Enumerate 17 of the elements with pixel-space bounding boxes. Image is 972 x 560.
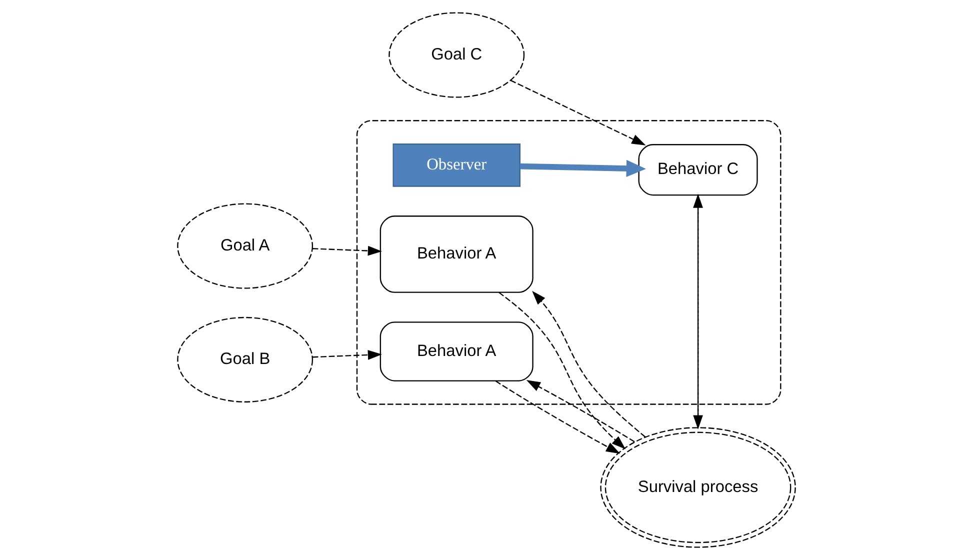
arrow (519, 160, 646, 178)
node-box: Behavior A (379, 322, 533, 382)
arrow (532, 290, 646, 438)
arrow (312, 350, 382, 360)
node-ellipse: Goal C (388, 12, 524, 98)
cluster (356, 120, 781, 405)
node-box: Behavior A (379, 216, 533, 293)
arrow (498, 292, 626, 450)
node-ellipse: Goal A (176, 203, 313, 289)
node-box: Observer (392, 143, 520, 187)
arrow (510, 80, 646, 146)
arrow (312, 246, 382, 256)
node-box: Behavior C (638, 144, 758, 196)
node-ellipse: Goal B (176, 316, 313, 402)
arrow (494, 380, 620, 454)
node-ellipse: Survival process (600, 427, 796, 548)
arrow (526, 380, 634, 442)
